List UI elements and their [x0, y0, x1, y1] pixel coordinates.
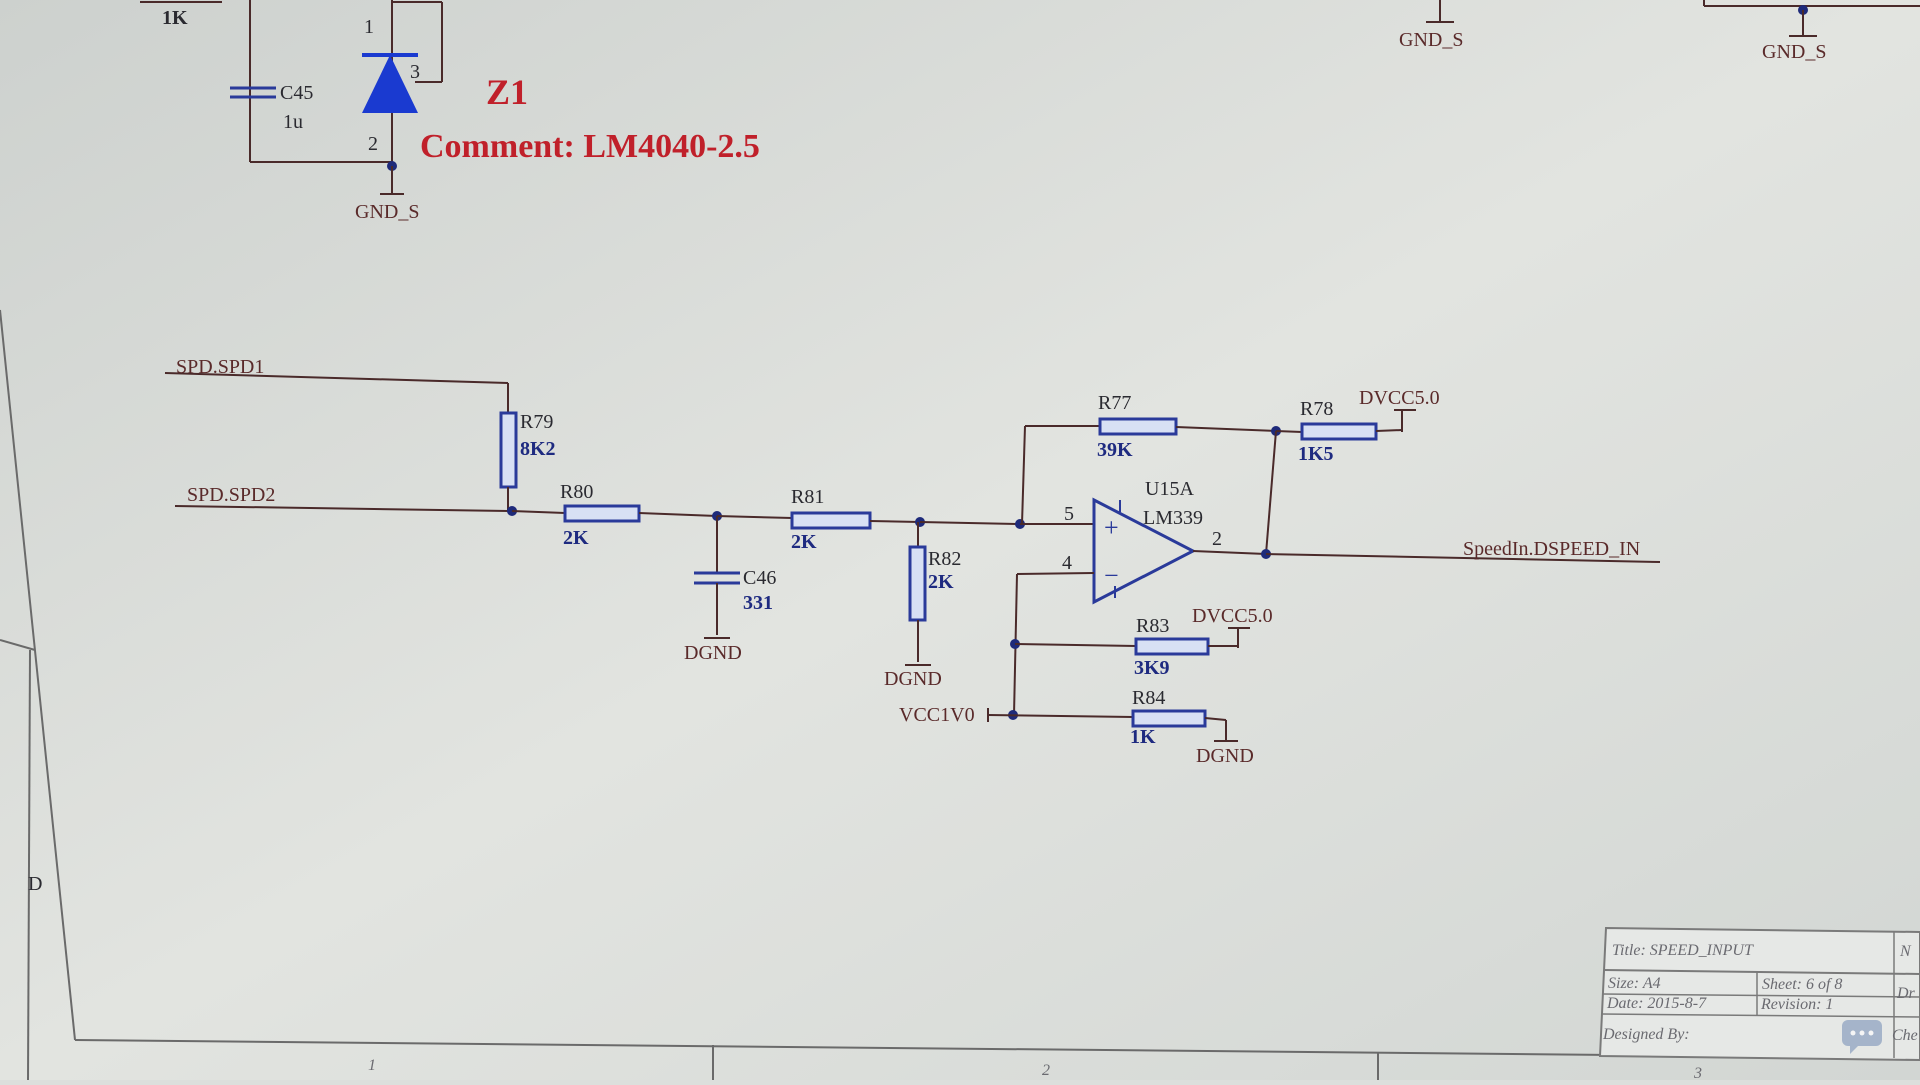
- zener-diode-symbol: [362, 55, 418, 113]
- title-block-edge-che: Che: [1892, 1027, 1918, 1044]
- zone-label-d: D: [28, 873, 42, 895]
- z1-pin1: 1: [364, 16, 374, 38]
- r79-ref: R79: [520, 411, 553, 433]
- u15a-minus-sign: −: [1104, 561, 1119, 590]
- r79-value: 8K2: [520, 438, 556, 460]
- chat-bubble-icon[interactable]: [1842, 1020, 1882, 1054]
- r77-ref: R77: [1098, 392, 1131, 414]
- c45-ref: C45: [280, 82, 313, 104]
- title-block-revision: Revision: 1: [1760, 996, 1833, 1013]
- z1-ref: Z1: [486, 72, 528, 112]
- z1-comment: Comment: LM4040-2.5: [420, 128, 760, 165]
- reference-circuit: 1K C45 1u 1 2 3 GND_S Z1 Comment: LM4040…: [140, 0, 1920, 223]
- title-block-edge-dr: Dr: [1896, 985, 1916, 1002]
- z1-pin3: 3: [410, 61, 420, 83]
- title-block: Title: SPEED_INPUT Size: A4 Sheet: 6 of …: [1598, 926, 1920, 1062]
- resistor-r81: [790, 511, 872, 530]
- u15a-pin-minus: 4: [1062, 552, 1072, 574]
- zone-label-2: 2: [1042, 1062, 1050, 1079]
- dgnd-label-r84: DGND: [1196, 745, 1254, 767]
- title-block-date: Date: 2015-8-7: [1606, 995, 1707, 1012]
- r77-value: 39K: [1097, 439, 1133, 461]
- gnd-s-label-2: GND_S: [1399, 29, 1463, 51]
- zone-label-3: 3: [1693, 1065, 1702, 1080]
- dgnd-label-c46: DGND: [684, 642, 742, 664]
- r78-ref: R78: [1300, 398, 1333, 420]
- r80-ref: R80: [560, 481, 593, 503]
- r82-ref: R82: [928, 548, 961, 570]
- resistor-r83: [1134, 637, 1210, 656]
- u15a-pin-out: 2: [1212, 528, 1222, 550]
- u15a-ref: U15A: [1145, 478, 1194, 500]
- resistor-r79: [499, 411, 518, 489]
- net-label-vcc1v0: VCC1V0: [899, 704, 975, 726]
- dvcc-label-r78: DVCC5.0: [1359, 387, 1440, 409]
- gnd-s-label-3: GND_S: [1762, 41, 1826, 63]
- r78-value: 1K5: [1298, 443, 1334, 465]
- u15a-pin-plus: 5: [1064, 503, 1074, 525]
- title-block-size: Size: A4: [1608, 975, 1661, 992]
- title-block-title: Title: SPEED_INPUT: [1612, 942, 1754, 959]
- resistor-r84: [1131, 709, 1207, 728]
- zone-label-1: 1: [368, 1057, 376, 1074]
- title-block-sheet: Sheet: 6 of 8: [1762, 976, 1842, 993]
- dvcc-label-r83: DVCC5.0: [1192, 605, 1273, 627]
- r84-ref: R84: [1132, 687, 1165, 709]
- resistor-r82: [908, 545, 927, 622]
- u15a-plus-sign: +: [1104, 513, 1119, 542]
- title-block-edge-n: N: [1899, 943, 1912, 960]
- dgnd-label-r82: DGND: [884, 668, 942, 690]
- net-label-spd1: SPD.SPD1: [176, 356, 264, 378]
- c45-value: 1u: [283, 111, 303, 133]
- r83-value: 3K9: [1134, 657, 1170, 679]
- r81-value: 2K: [791, 531, 817, 553]
- resistor-r77: [1098, 417, 1178, 436]
- title-block-designed-by: Designed By:: [1602, 1026, 1690, 1043]
- c46-ref: C46: [743, 567, 776, 589]
- gnd-s-label-1: GND_S: [355, 201, 419, 223]
- resistor-r80: [563, 504, 641, 523]
- resistor-r78: [1300, 422, 1378, 441]
- comparator-u15a: [1092, 497, 1197, 605]
- r83-ref: R83: [1136, 615, 1169, 637]
- speed-input-circuit: SPD.SPD1 R79 8K2 SPD.SPD2 R80 2K C46 331…: [164, 356, 1661, 767]
- net-label-speedin: SpeedIn.DSPEED_IN: [1463, 538, 1640, 560]
- r-partial-value: 1K: [162, 7, 188, 29]
- r80-value: 2K: [563, 527, 589, 549]
- r81-ref: R81: [791, 486, 824, 508]
- z1-pin2: 2: [368, 133, 378, 155]
- net-label-spd2: SPD.SPD2: [187, 484, 275, 506]
- r82-value: 2K: [928, 571, 954, 593]
- r84-value: 1K: [1130, 726, 1156, 748]
- c46-value: 331: [743, 592, 773, 614]
- u15a-part: LM339: [1143, 507, 1203, 529]
